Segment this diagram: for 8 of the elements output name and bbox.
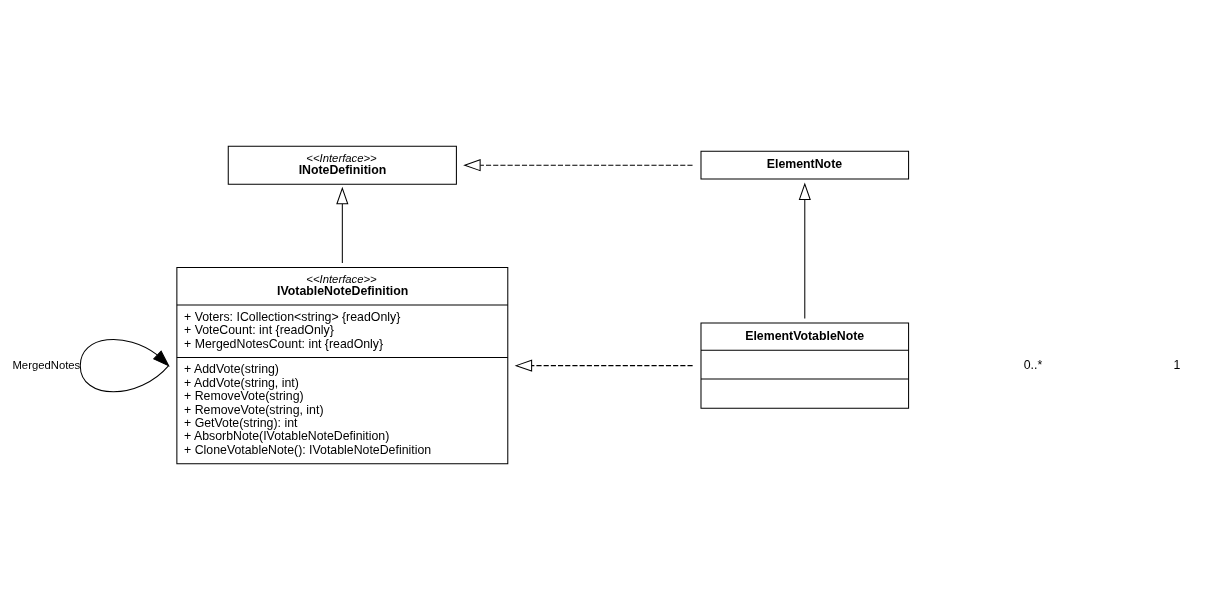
arrow <box>336 186 349 264</box>
label: 0..* <box>1023 357 1043 372</box>
arrow <box>514 359 694 372</box>
arrow <box>798 182 811 320</box>
arrow <box>79 338 170 393</box>
edge-label: MergedNotes <box>12 358 81 371</box>
label: 1 <box>1173 357 1181 372</box>
arrow <box>463 159 694 172</box>
